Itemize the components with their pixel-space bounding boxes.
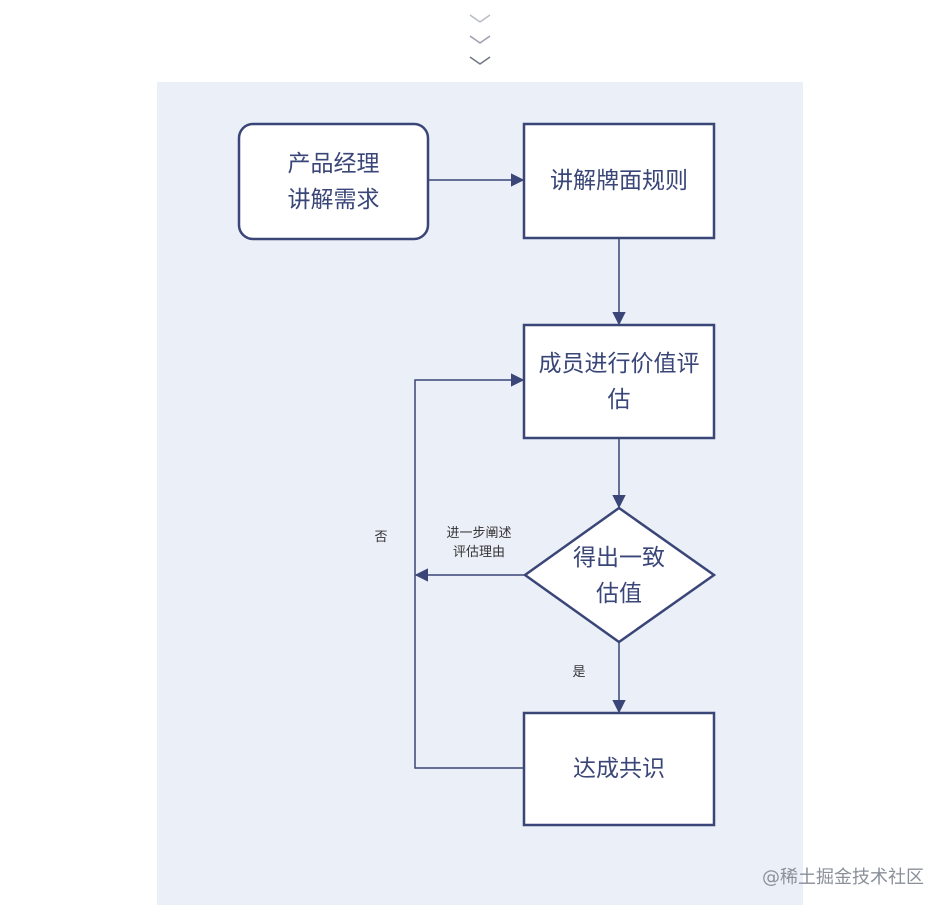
chevron-down-icon[interactable]	[468, 33, 492, 47]
edge-label-no: 否	[374, 530, 388, 545]
node-member-eval-shape	[522, 323, 716, 440]
flowchart-canvas: 产品经理 讲解需求 讲解牌面规则 成员进行价值评 估 得出一致 估值 达成共识 …	[157, 82, 803, 905]
node-reach-consensus-shape	[522, 711, 716, 827]
chevron-down-icon[interactable]	[468, 12, 492, 26]
node-consensus-check-shape	[522, 506, 717, 644]
edge-label-elaborate: 进一步阐述 评估理由	[446, 526, 512, 560]
edge-label-yes: 是	[572, 665, 586, 680]
edge-consensus-loop-back	[414, 373, 525, 769]
node-pm-explain-shape	[237, 122, 430, 241]
chevron-down-icon[interactable]	[468, 54, 492, 68]
flowchart-svg	[237, 122, 717, 827]
node-explain-rules-shape	[522, 122, 716, 240]
watermark: @稀土掘金技术社区	[762, 867, 924, 888]
